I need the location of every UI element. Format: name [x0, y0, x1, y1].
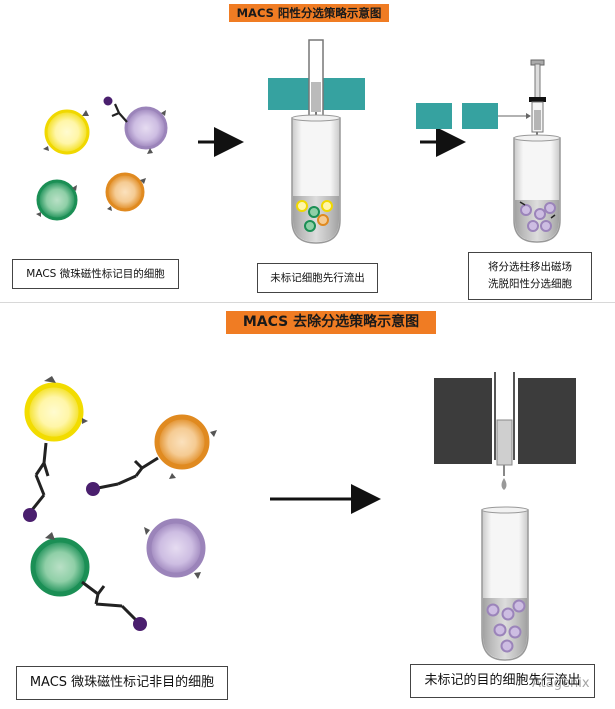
caption-elute-positive: 将分选柱移出磁场 洗脱阳性分选细胞 — [468, 252, 592, 300]
caption-elute-line-2: 洗脱阳性分选细胞 — [488, 278, 572, 290]
orange-cell — [105, 172, 146, 212]
yellow-cell-labeled — [43, 109, 90, 155]
caption-label-target-cells: MACS 微珠磁性标记目的细胞 — [12, 259, 179, 289]
yellow-cell-magnetically-labeled — [23, 376, 88, 522]
antibody-microbead — [86, 456, 159, 496]
antibody-microbead — [103, 96, 128, 123]
green-cell-magnetically-labeled — [30, 532, 147, 631]
purple-cell-target — [144, 518, 206, 579]
antibody-microbead — [81, 580, 147, 631]
caption-label-non-target-cells: MACS 微珠磁性标记非目的细胞 — [16, 666, 228, 700]
column-in-magnet — [268, 39, 365, 134]
antibody-microbead — [23, 442, 50, 522]
collection-tube-target-cells — [481, 506, 529, 661]
positive-selection-title: MACS 阳性分选策略示意图 — [229, 4, 389, 22]
collection-tube-positive — [513, 134, 561, 243]
collection-tube-unlabeled — [291, 114, 341, 244]
magnet-removed — [416, 103, 531, 129]
caption-target-flow-through: 未标记的目的细胞先行流出 — [410, 664, 595, 698]
depletion-title: MACS 去除分选策略示意图 — [226, 311, 436, 334]
watermark: Atagenix — [532, 676, 590, 691]
green-cell — [36, 179, 78, 221]
orange-cell-magnetically-labeled — [86, 414, 217, 496]
column-in-dark-magnet — [434, 372, 576, 490]
purple-cell-magnetically-labeled — [103, 96, 168, 154]
caption-unlabeled-flow-through: 未标记细胞先行流出 — [257, 263, 378, 293]
section-divider — [0, 302, 615, 303]
caption-elute-line-1: 将分选柱移出磁场 — [488, 261, 572, 274]
